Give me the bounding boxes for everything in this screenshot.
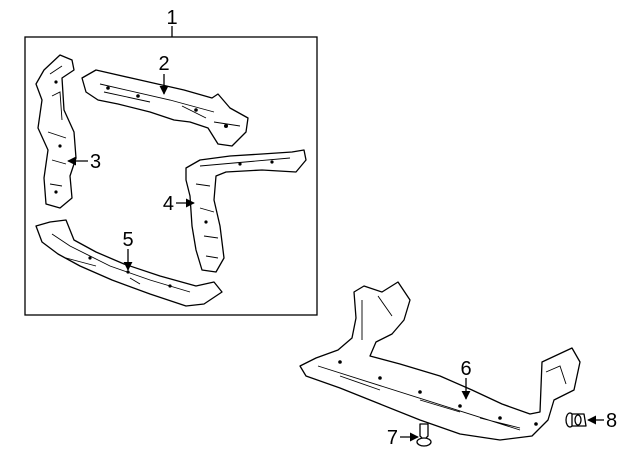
part-8-retainer xyxy=(565,412,587,428)
callout-8: 8 xyxy=(606,410,617,432)
part-6-lower-cover xyxy=(299,281,581,441)
part-3-left-support xyxy=(35,54,77,209)
callout-3: 3 xyxy=(90,151,101,173)
part-4-right-support xyxy=(185,149,307,273)
callout-7: 7 xyxy=(387,427,398,449)
callout-4: 4 xyxy=(163,193,174,215)
callout-2: 2 xyxy=(158,53,169,75)
assembly-frame xyxy=(24,36,318,316)
callout-1: 1 xyxy=(166,7,177,29)
part-5-lower-tie-bar xyxy=(35,219,223,307)
callout-6: 6 xyxy=(460,358,471,380)
part-2-upper-tie-bar xyxy=(81,69,249,147)
part-7-clip xyxy=(416,423,432,447)
callout-5: 5 xyxy=(122,229,133,251)
